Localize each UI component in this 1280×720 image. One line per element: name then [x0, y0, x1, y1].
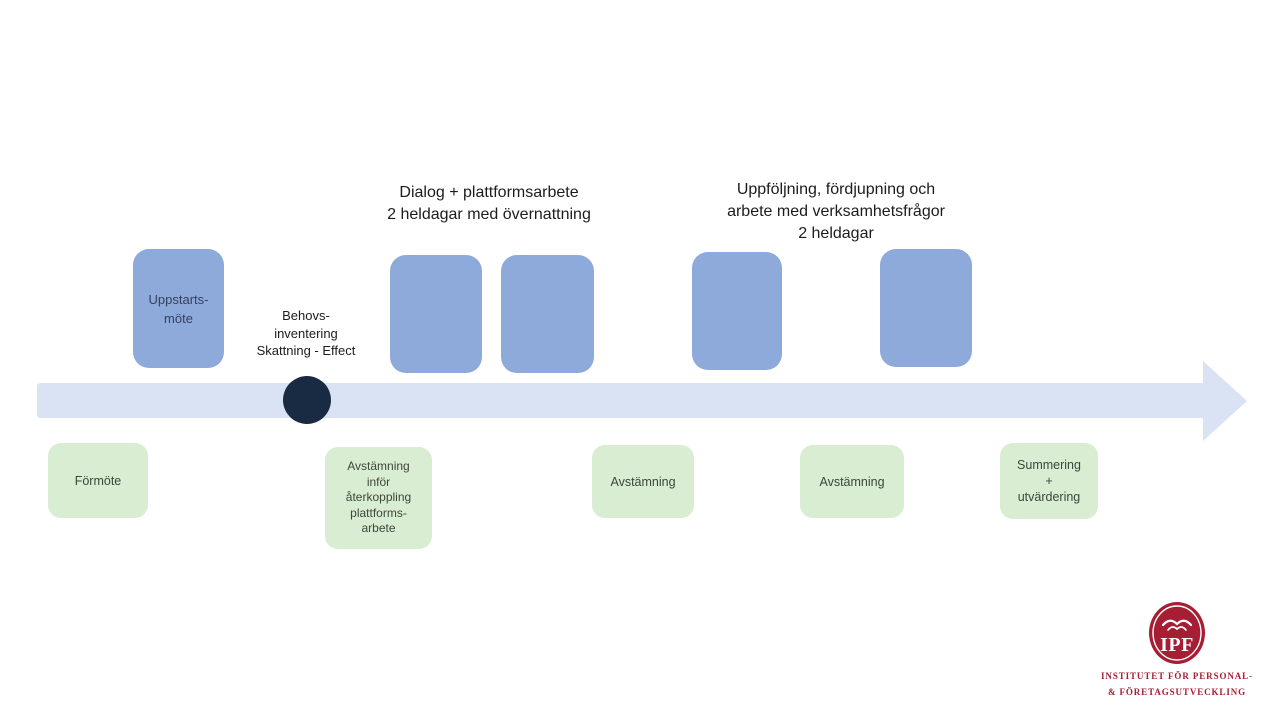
blue-box-uppfoljning-day2 [880, 249, 972, 367]
logo-oval-ring [1152, 605, 1202, 661]
green-box-summering-line3: utvärdering [1017, 490, 1081, 504]
phase-heading-uppfoljning-line1: Uppföljning, fördjupning och [736, 181, 936, 198]
green-box-avstamning-2: Avstämning [800, 445, 904, 518]
logo-monogram: IPF [1160, 634, 1194, 656]
milestone-dot [283, 376, 331, 424]
green-box-avstamning-1: Avstämning [592, 445, 694, 518]
green-box-avstamning-1-label: Avstämning [610, 474, 676, 489]
green-box-summering-line1: Summering [1017, 458, 1081, 472]
green-box-formote: Förmöte [48, 443, 148, 518]
phase-heading-uppfoljning-line3: 2 heldagar [798, 225, 874, 242]
bird-icon [1161, 619, 1193, 631]
green-box-avstamning-infor-line4: plattforms- [350, 505, 407, 520]
ipf-logo-emblem: IPF [1149, 602, 1205, 664]
green-box-summering: Summering + utvärdering [1000, 443, 1098, 519]
green-box-avstamning-infor-line2: inför [366, 474, 391, 489]
phase-heading-uppfoljning-line2: arbete med verksamhetsfrågor [727, 203, 945, 220]
phase-heading-uppfoljning: Uppföljning, fördjupning och arbete med … [676, 179, 996, 245]
milestone-label-line1: Behovs- [282, 308, 330, 323]
blue-box-uppstartsmote-label: Uppstarts- möte [133, 249, 224, 368]
phase-heading-dialog-line1: Dialog + plattformsarbete [399, 184, 579, 201]
green-box-avstamning-infor-line3: återkoppling [345, 490, 412, 505]
timeline-arrow-shaft [37, 383, 1205, 418]
phase-heading-dialog-line2: 2 heldagar med övernattning [387, 206, 591, 223]
timeline-arrow-head-icon [1203, 361, 1247, 441]
milestone-label: Behovs- inventering Skattning - Effect [216, 307, 396, 360]
blue-box-uppfoljning-day1 [692, 252, 782, 370]
milestone-label-line3: Skattning - Effect [256, 343, 356, 358]
ipf-logo: IPF INSTITUTET FÖR PERSONAL- & FÖRETAGSU… [1087, 600, 1267, 700]
blue-box-uppstartsmote-line2: möte [164, 310, 193, 326]
blue-box-uppstartsmote: Uppstarts- möte [133, 249, 224, 368]
logo-oval [1149, 602, 1205, 664]
blue-box-dialog-day1 [390, 255, 482, 373]
logo-wordmark-line1: INSTITUTET FÖR PERSONAL- [1101, 671, 1253, 681]
green-box-avstamning-2-label: Avstämning [819, 474, 885, 489]
blue-box-uppstartsmote-line1: Uppstarts- [148, 291, 209, 307]
green-box-summering-line2: + [1045, 474, 1053, 488]
green-box-avstamning-infor-line1: Avstämning [347, 459, 410, 474]
green-box-avstamning-infor-line5: arbete [361, 521, 396, 536]
green-box-formote-label: Förmöte [74, 473, 122, 488]
blue-box-dialog-day2 [501, 255, 594, 373]
green-box-avstamning-infor: Avstämning inför återkoppling plattforms… [325, 447, 432, 549]
phase-heading-dialog: Dialog + plattformsarbete 2 heldagar med… [329, 182, 649, 226]
logo-wordmark-line2: & FÖRETAGSUTVECKLING [1107, 687, 1247, 697]
milestone-label-line2: inventering [274, 325, 338, 341]
